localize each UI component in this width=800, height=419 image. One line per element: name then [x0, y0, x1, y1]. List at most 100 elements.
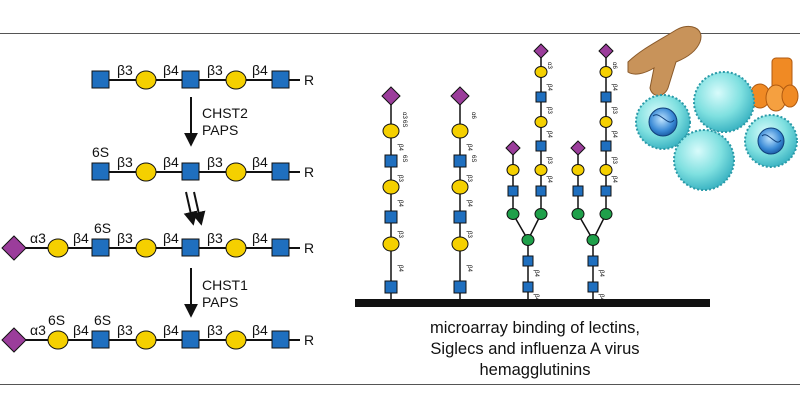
galactose-circle: [534, 116, 548, 128]
linkage-label: β4: [397, 265, 403, 272]
array-glycan-2: α6 β4 6S β3 β4 β3 β4: [450, 86, 476, 300]
linkage-label: β3: [611, 107, 617, 114]
glcnac-square: [181, 330, 200, 349]
multistep-arrow: [183, 191, 198, 226]
linkage-label: β3: [466, 175, 472, 182]
glcnac-square: [587, 281, 599, 293]
linkage-label: β4: [163, 322, 179, 338]
mannose-circle: [521, 234, 535, 246]
glcnac-square: [271, 70, 290, 89]
galactose-circle: [599, 116, 613, 128]
linkage-label: α3: [30, 322, 46, 338]
aglycone-label: R: [304, 164, 314, 180]
lectin-shape: [627, 26, 702, 96]
glcnac-square: [181, 70, 200, 89]
linkage-label: β3: [207, 230, 223, 246]
aglycone-label: R: [304, 240, 314, 256]
sialic-diamond: [505, 140, 521, 156]
linkage-label: β3: [546, 157, 552, 164]
linkage-label: β4: [397, 200, 403, 207]
galactose-circle: [534, 66, 548, 78]
galactose-circle: [451, 123, 469, 139]
mannose-circle: [534, 208, 548, 220]
virus-particle: [693, 71, 755, 133]
sialic-diamond: [381, 86, 401, 106]
glcnac-square: [384, 210, 398, 224]
linkage-label: β4: [611, 176, 617, 183]
linkage-label: β4: [466, 265, 472, 272]
caption-line: hemagglutinins: [479, 361, 591, 379]
glcnac-square: [535, 91, 547, 103]
glcnac-square: [271, 238, 290, 257]
glcnac-square: [507, 185, 519, 197]
galactose-circle: [225, 162, 247, 182]
linkage-label: β4: [611, 131, 617, 138]
linkage-label: β4: [546, 131, 552, 138]
virus-particle: [635, 94, 691, 150]
linkage-label: β3: [397, 231, 403, 238]
galactose-circle: [225, 238, 247, 258]
mannose-circle: [506, 208, 520, 220]
sialic-diamond: [570, 140, 586, 156]
linkage-label: β4: [598, 294, 604, 301]
linkage-label: β4: [546, 84, 552, 91]
linkage-label: β4: [73, 230, 89, 246]
linkage-label: β3: [466, 231, 472, 238]
sulfate-label: 6S: [94, 220, 111, 236]
glcnac-square: [91, 70, 110, 89]
sialic-diamond: [1, 235, 27, 261]
linkage-label: α3: [546, 62, 552, 69]
array-glycan-1: α3 6S β4 6S β3 β4 β3 β4: [381, 86, 407, 300]
glcnac-square: [453, 154, 467, 168]
linkage-label: β3: [117, 230, 133, 246]
galactose-circle: [534, 164, 548, 176]
galactose-circle: [382, 236, 400, 252]
linkage-label: β4: [163, 154, 179, 170]
linkage-label: β3: [207, 322, 223, 338]
glcnac-square: [535, 185, 547, 197]
glcnac-square: [384, 280, 398, 294]
linkage-label: α3: [30, 230, 46, 246]
enzyme-label: CHST1: [202, 277, 248, 293]
linkage-label: β3: [207, 154, 223, 170]
linkage-label: β4: [533, 294, 539, 301]
galactose-circle: [135, 162, 157, 182]
caption-line: microarray binding of lectins,: [429, 319, 640, 337]
linkage-label: β4: [252, 322, 268, 338]
galactose-circle: [135, 70, 157, 90]
glcnac-square: [91, 162, 110, 181]
linkage-label: β4: [73, 322, 89, 338]
galactose-circle: [599, 66, 613, 78]
linkage-label: β3: [117, 322, 133, 338]
glcnac-square: [572, 185, 584, 197]
glcnac-square: [453, 210, 467, 224]
linkage-label: β4: [397, 144, 403, 151]
linkage-label: β3: [611, 157, 617, 164]
linkage-label: β4: [533, 270, 539, 277]
scheme-row-2: 6S β3 β4 β3 β4 R: [91, 144, 314, 182]
caption-line: Siglecs and influenza A virus: [430, 340, 640, 358]
multistep-arrow: [191, 191, 206, 226]
sulfate-label: 6S: [92, 144, 109, 160]
glcnac-square: [522, 255, 534, 267]
mannose-circle: [571, 208, 585, 220]
scheme-row-3: α3 β4 6S β3 β4 β3 β4 R: [1, 220, 314, 261]
glcnac-square: [535, 140, 547, 152]
mannose-circle: [586, 234, 600, 246]
linkage-label: α3: [401, 112, 407, 119]
array-glycan-4: α6 β4 β3 β4 β3 β4 β4 β4: [570, 43, 617, 301]
glcnac-square: [600, 185, 612, 197]
galactose-circle: [47, 330, 69, 350]
scheme-row-1: β3 β4 β3 β4 R: [91, 62, 314, 90]
galactose-circle: [382, 123, 400, 139]
galactose-circle: [135, 330, 157, 350]
galactose-circle: [225, 70, 247, 90]
mannose-circle: [599, 208, 613, 220]
top-rule: [0, 33, 800, 34]
linkage-label: β4: [546, 176, 552, 183]
linkage-label: β4: [466, 144, 472, 151]
linkage-label: β4: [252, 230, 268, 246]
glcnac-square: [91, 330, 110, 349]
